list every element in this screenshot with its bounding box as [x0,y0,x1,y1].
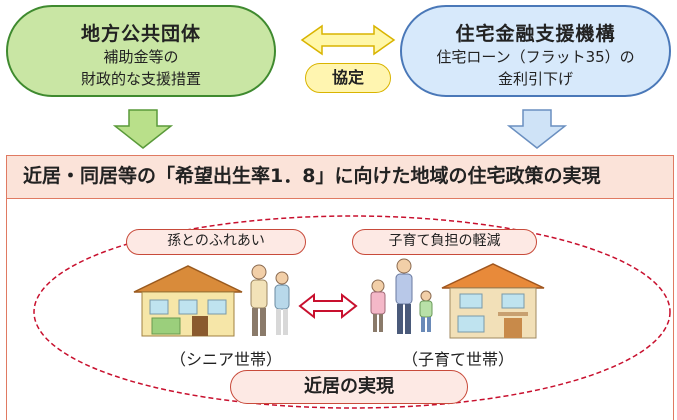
housing-finance-line-1: 住宅ローン（フラット35）の [436,48,635,66]
policy-frame [6,198,674,420]
housing-finance-line-2: 金利引下げ [497,70,573,88]
kinkyo-realization-pill: 近居の実現 [230,370,468,404]
local-government-title: 地方公共団体 [80,23,201,45]
relationship-double-arrow [298,292,358,320]
housing-finance-box: 住宅金融支援機構 住宅ローン（フラット35）の 金利引下げ [400,5,671,97]
local-government-line-2: 財政的な支援措置 [80,70,201,88]
grandchild-interaction-pill: 孫とのふれあい [126,229,306,255]
senior-house-icon [133,265,243,337]
family-house-icon [441,263,545,339]
child-rearing-household-caption: （子育て世帯） [401,350,514,369]
policy-banner: 近居・同居等の「希望出生率1．8」に向けた地域の住宅政策の実現 [6,155,674,199]
local-government-box: 地方公共団体 補助金等の 財政的な支援措置 [6,5,276,97]
senior-household-caption: （シニア世帯） [169,350,282,369]
local-government-line-1: 補助金等の [103,48,179,66]
agreement-label: 協定 [305,63,391,93]
housing-finance-title: 住宅金融支援機構 [455,23,616,45]
senior-couple-icon [250,264,290,336]
childcare-burden-pill: 子育て負担の軽減 [352,229,537,255]
blue-down-arrow [507,109,567,149]
young-family-icon [370,258,433,334]
agreement-double-arrow [300,24,396,56]
green-down-arrow [113,109,173,149]
